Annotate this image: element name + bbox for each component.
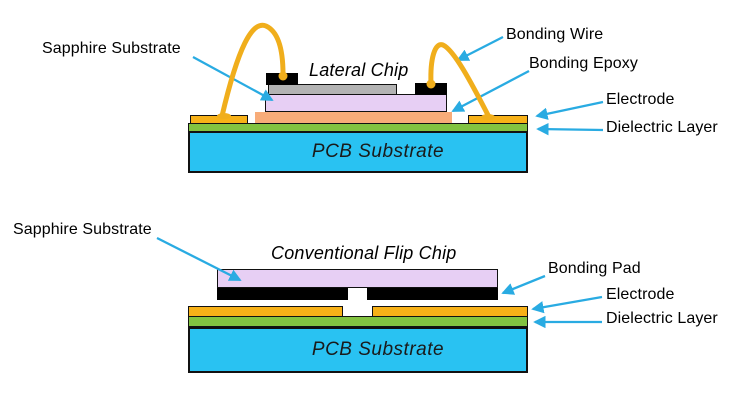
bottom-electrode-left-rect xyxy=(188,306,343,317)
top-bond-pad-right-rect xyxy=(415,83,447,95)
bottom-dielectric-layer-rect xyxy=(188,316,528,327)
top-label-electrode: Electrode xyxy=(606,91,675,108)
top-sapphire-substrate-rect xyxy=(265,94,447,112)
bottom-bonding-pad-gap xyxy=(348,287,367,300)
top-label-sapphire-substrate: Sapphire Substrate xyxy=(42,40,181,57)
top-bonding-epoxy-rect xyxy=(255,112,452,123)
top-electrode-right-rect xyxy=(468,115,528,124)
arrow-bottom-electrode xyxy=(531,295,603,314)
bottom-sapphire-substrate-rect xyxy=(217,269,498,288)
arrow-top-bonding-epoxy xyxy=(451,69,530,113)
bottom-label-dielectric-layer: Dielectric Layer xyxy=(606,310,718,327)
bottom-diagram-title: Conventional Flip Chip xyxy=(271,243,457,263)
arrow-top-sapphire-substrate xyxy=(192,55,274,102)
top-label-bonding-epoxy: Bonding Epoxy xyxy=(529,55,638,72)
top-dielectric-layer-rect xyxy=(188,123,528,132)
arrow-top-dielectric-layer xyxy=(536,122,604,136)
top-pcb-substrate-rect xyxy=(188,131,528,173)
top-electrode-left-rect xyxy=(190,115,248,124)
arrow-bottom-bonding-pad xyxy=(501,274,546,295)
top-label-dielectric-layer: Dielectric Layer xyxy=(606,119,718,136)
bottom-pcb-substrate-rect xyxy=(188,327,528,373)
arrow-top-bonding-wire xyxy=(456,35,504,62)
top-bond-pad-left-rect xyxy=(266,73,298,85)
arrow-top-electrode xyxy=(535,100,604,120)
top-diagram-title: Lateral Chip xyxy=(309,60,409,80)
top-pcb-substrate-text: PCB Substrate xyxy=(311,141,445,162)
bottom-pcb-substrate-text: PCB Substrate xyxy=(311,339,445,360)
bottom-label-electrode: Electrode xyxy=(606,286,675,303)
top-chip-layer-rect xyxy=(268,84,397,95)
bottom-label-bonding-pad: Bonding Pad xyxy=(548,260,641,277)
bottom-electrode-right-rect xyxy=(372,306,528,317)
top-label-bonding-wire: Bonding Wire xyxy=(506,26,604,43)
bottom-label-sapphire-substrate: Sapphire Substrate xyxy=(13,221,152,238)
